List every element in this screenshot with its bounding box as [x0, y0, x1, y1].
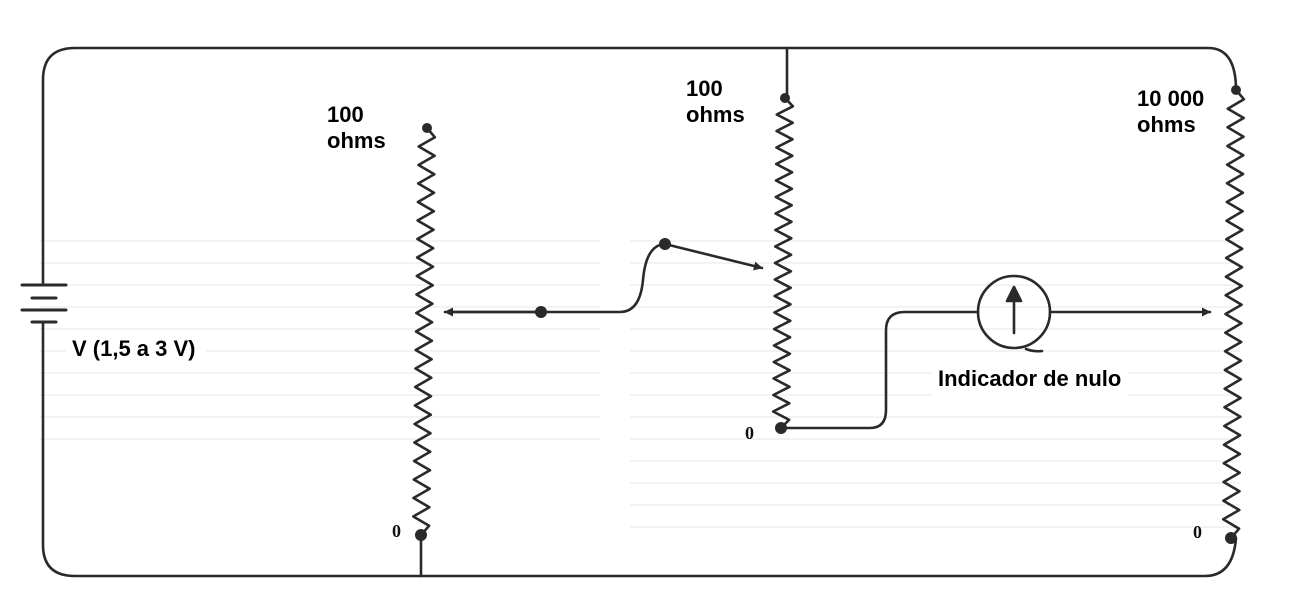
middle-resistor-zigzag: [771, 96, 795, 430]
wiper-pivot-dot: [659, 238, 671, 250]
left-resistor-bottom-dot: [415, 529, 427, 541]
middle-resistor-zero-label: 0: [745, 423, 754, 443]
null-indicator-wire-in: [783, 310, 980, 430]
middle-resistor-unit: ohms: [686, 102, 745, 127]
right-resistor-value: 10 000: [1137, 86, 1205, 111]
left-resistor-unit: ohms: [327, 128, 386, 153]
right-resistor-bottom-dot: [1225, 532, 1237, 544]
battery-icon: [20, 283, 68, 324]
right-resistor-zigzag: [1221, 88, 1246, 540]
left-resistor-top-dot: [422, 123, 432, 133]
right-resistor-zero-label: 0: [1193, 522, 1202, 542]
middle-wiper-arrow: [663, 242, 764, 271]
left-resistor-label: 100 ohms: [323, 102, 390, 154]
middle-resistor-top-dot: [780, 93, 790, 103]
left-resistor-value: 100: [327, 102, 364, 127]
battery-label: V (1,5 a 3 V): [66, 332, 206, 368]
null-indicator-label: Indicador de nulo: [932, 364, 1130, 398]
left-resistor-zigzag: [412, 126, 437, 537]
right-resistor-top-dot: [1231, 85, 1241, 95]
bottom-wire: [41, 320, 1238, 578]
middle-resistor-value: 100: [686, 76, 723, 101]
left-resistor-zero-label: 0: [392, 521, 401, 541]
wire-junction-dot: [535, 306, 547, 318]
left-wiper-wire: [452, 242, 667, 314]
right-resistor-unit: ohms: [1137, 112, 1196, 137]
galvanometer-icon: [976, 274, 1052, 353]
top-wire: [41, 46, 1238, 287]
middle-resistor-bottom-dot: [775, 422, 787, 434]
right-resistor-label: 10 000 ohms: [1133, 86, 1209, 138]
middle-resistor-label: 100 ohms: [682, 76, 749, 128]
